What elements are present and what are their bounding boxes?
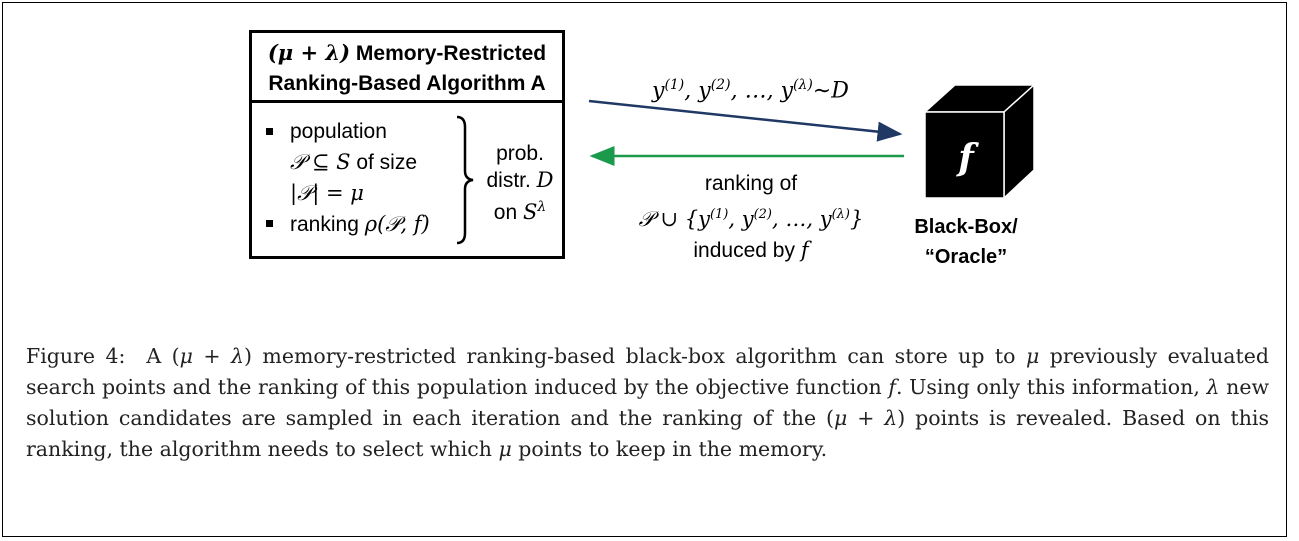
- response-label-line2: 𝒫 ∪ {y(1), y(2), …, y(λ)}: [638, 207, 864, 231]
- query-label: y(1), y(2), …, y(λ)∼D: [652, 77, 849, 104]
- bullet-square-icon: [266, 128, 273, 135]
- algorithm-box: (μ + λ) Memory-Restricted Ranking-Based …: [249, 30, 565, 259]
- black-box-cube-icon: [923, 83, 1036, 200]
- algorithm-bullets: population 𝒫 ⊆ S of size |𝒫| = μ ranking…: [262, 117, 430, 240]
- title-line2: Ranking-Based Algorithm A: [268, 72, 546, 95]
- bullet-population-line2: 𝒫 ⊆ S of size: [290, 150, 418, 174]
- query-arrow: [588, 99, 903, 142]
- bullet-population: population: [262, 117, 430, 147]
- right-brace-icon: [456, 115, 474, 245]
- bullet-square-icon: [266, 220, 273, 227]
- figure-frame: [2, 2, 1287, 537]
- caption-label: Figure 4:: [26, 344, 126, 368]
- title-math: (μ + λ): [267, 40, 351, 65]
- bullet-population-line3: |𝒫| = μ: [290, 181, 364, 205]
- bullet-ranking: ranking ρ(𝒫, f): [262, 209, 430, 240]
- response-label-line1: ranking of: [704, 172, 798, 195]
- response-label: ranking of 𝒫 ∪ {y(1), y(2), …, y(λ)} ind…: [598, 168, 904, 266]
- probability-distribution-label: prob. distr. D on Sλ: [486, 142, 554, 224]
- algorithm-title: (μ + λ) Memory-Restricted Ranking-Based …: [252, 33, 562, 103]
- title-line1: Memory-Restricted: [355, 42, 547, 65]
- black-box-label: Black-Box/ “Oracle”: [914, 216, 1018, 268]
- response-label-line3: induced by f: [693, 238, 809, 262]
- figure-caption: Figure 4: A (μ + λ) memory-restricted ra…: [26, 344, 1269, 461]
